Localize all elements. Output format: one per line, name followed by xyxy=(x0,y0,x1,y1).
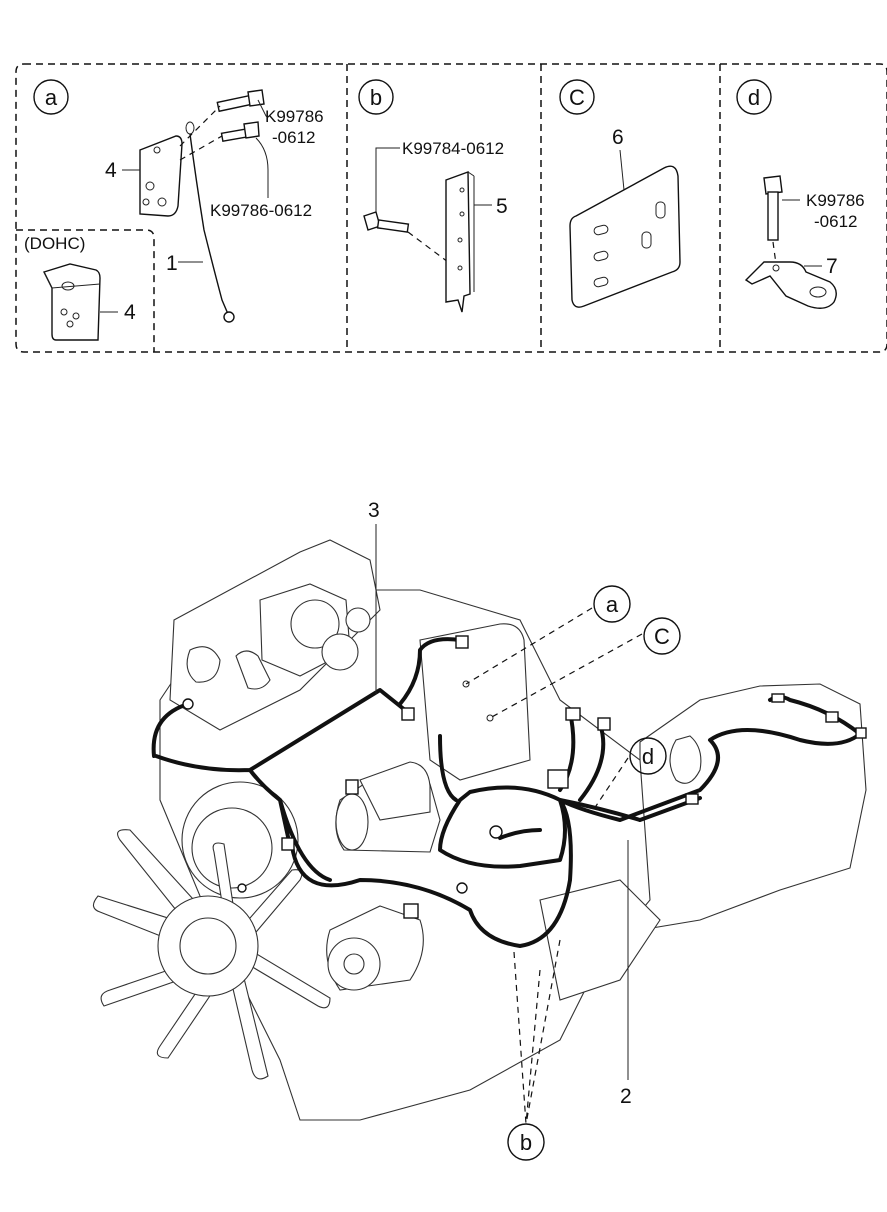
bolt-label-top-1: K99786 xyxy=(265,107,324,126)
timing-cover xyxy=(419,623,531,781)
bolt-icon xyxy=(363,211,410,233)
assembly-line xyxy=(407,231,449,263)
leader-line xyxy=(257,99,269,119)
connector-icon xyxy=(855,727,867,739)
connector-icon xyxy=(345,779,359,795)
cooling-fan xyxy=(92,829,331,1080)
panel-outline xyxy=(15,63,887,353)
leader-line xyxy=(375,147,400,214)
panel-d-letter: d xyxy=(748,85,760,110)
part-number-5: 5 xyxy=(496,195,508,218)
panel-b-letter: b xyxy=(370,85,382,110)
wiring-harness xyxy=(151,635,867,948)
panel-dohc: (DOHC) 4 xyxy=(24,234,136,341)
connector-icon xyxy=(403,903,419,919)
leader-callout-c xyxy=(489,633,643,719)
bolt-label-top-2: -0612 xyxy=(272,128,315,147)
bolt-label-mid: K99786-0612 xyxy=(210,201,312,220)
connector-icon xyxy=(597,717,611,731)
callout-leaders xyxy=(375,524,643,1125)
connector-icon xyxy=(825,711,839,723)
connector-icon xyxy=(281,837,295,851)
callouts: 3 2 a C d b xyxy=(368,499,681,1161)
ground-terminal-icon xyxy=(456,882,468,894)
bolt-label-b: K99784-0612 xyxy=(402,139,504,158)
panel-c-letter: C xyxy=(569,85,585,110)
connector-icon xyxy=(771,693,785,703)
leader-callout-a xyxy=(465,607,593,685)
leader-line xyxy=(255,137,269,198)
part-number-2: 2 xyxy=(620,1085,632,1108)
leader-callout-b xyxy=(525,939,561,1125)
connector-icon xyxy=(685,793,699,805)
panel-dohc-outline xyxy=(16,229,155,352)
gasket-6-part xyxy=(569,165,681,308)
callout-d-circle xyxy=(629,737,667,775)
callout-b-letter: b xyxy=(520,1130,532,1155)
assembly-line xyxy=(772,241,777,265)
part-number-4-dohc: 4 xyxy=(124,301,136,324)
assembly-line xyxy=(179,105,221,147)
ground-terminal-icon xyxy=(489,825,503,839)
bracket-5-part xyxy=(445,171,471,313)
bolt-label-d-1: K99786 xyxy=(806,191,865,210)
connector-icon xyxy=(401,707,415,721)
engine-illustration xyxy=(92,539,867,1121)
bolt-icon xyxy=(216,89,265,113)
panel-a-letter: a xyxy=(45,85,58,110)
callout-d-letter: d xyxy=(642,744,654,769)
callout-a-circle xyxy=(593,585,631,623)
part-number-4: 4 xyxy=(105,159,117,182)
bolt-icon xyxy=(220,121,260,143)
callout-c-letter: C xyxy=(654,624,670,649)
connector-icon xyxy=(455,635,469,649)
bracket-7-part xyxy=(744,261,837,309)
detail-panels xyxy=(15,63,887,353)
panel-a-circle xyxy=(33,79,69,115)
bolt-icon xyxy=(763,175,783,241)
panel-a: a K99786 -0612 K99786-0612 4 1 xyxy=(33,79,324,323)
panel-b: b K99784-0612 5 xyxy=(358,79,508,313)
panel-d-circle xyxy=(736,79,772,115)
panel-b-circle xyxy=(358,79,394,115)
part-number-1: 1 xyxy=(166,252,178,275)
part-number-3: 3 xyxy=(368,499,380,522)
connector-icon xyxy=(565,707,581,721)
leader-callout-b xyxy=(525,969,541,1125)
harness-3 xyxy=(151,637,462,882)
bolt-label-d-2: -0612 xyxy=(814,212,857,231)
harness-2 xyxy=(290,728,862,948)
leader-callout-b xyxy=(513,951,527,1125)
callout-c-circle xyxy=(643,617,681,655)
part-number-6: 6 xyxy=(612,126,624,149)
part-number-7: 7 xyxy=(826,255,838,278)
panel-c: C 6 xyxy=(559,79,681,308)
bracket-4-part xyxy=(139,135,183,217)
assembly-line xyxy=(179,135,223,161)
ground-wire-1 xyxy=(189,133,229,315)
panel-c-circle xyxy=(559,79,595,115)
callout-b-circle xyxy=(507,1123,545,1161)
bracket-4-dohc-part xyxy=(43,263,101,341)
callout-a-letter: a xyxy=(606,592,619,617)
connector-icon xyxy=(547,769,569,789)
dohc-title: (DOHC) xyxy=(24,234,85,253)
panel-d: d K99786 -0612 7 xyxy=(736,79,865,309)
